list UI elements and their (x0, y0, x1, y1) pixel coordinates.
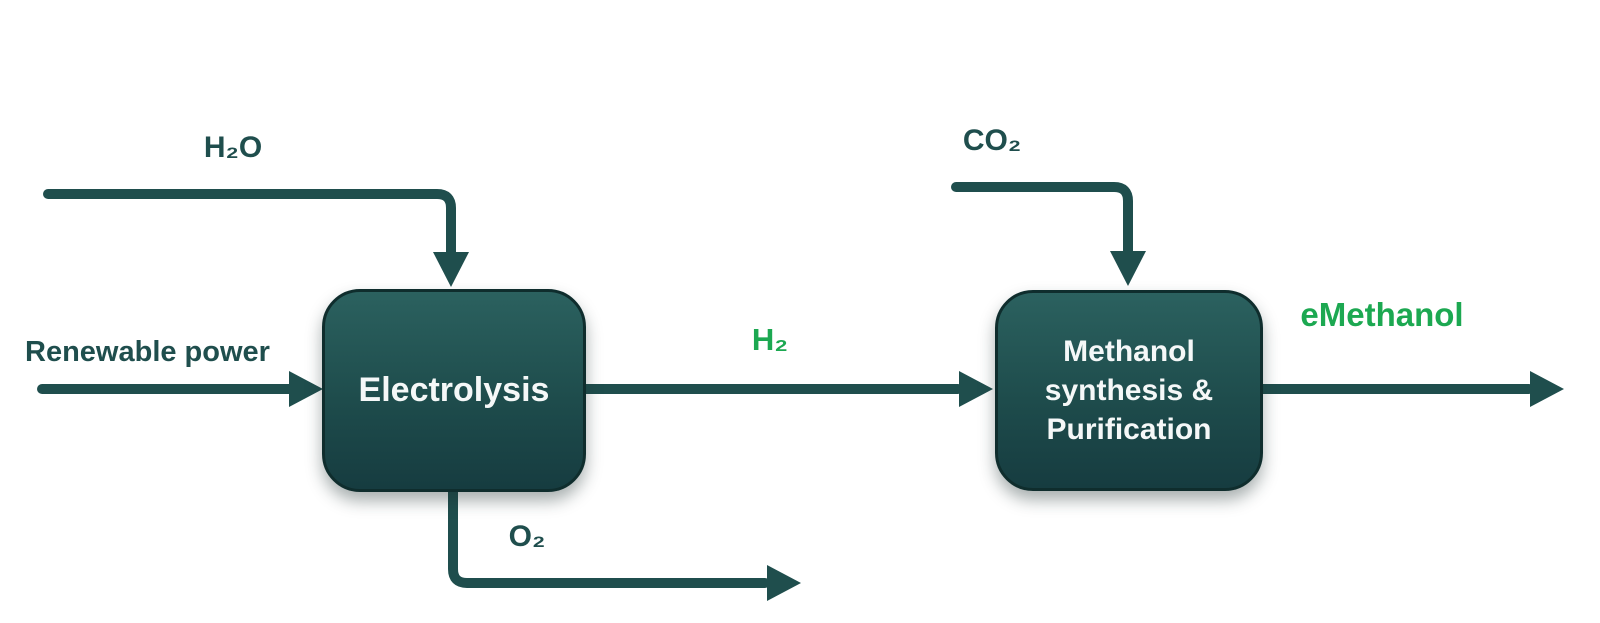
renewable-power-stream-label: Renewable power (25, 336, 270, 368)
h2o-arrow-line (43, 189, 456, 257)
methanol-node-label-line1: Methanol (1063, 335, 1195, 368)
emethanol-stream-label: eMethanol (1300, 296, 1464, 333)
renewable-power-arrowhead-icon (289, 371, 323, 407)
o2-arrowhead-icon (767, 565, 801, 601)
methanol-node-label-line2: synthesis & (1044, 374, 1214, 407)
o2-arrow-line (448, 487, 770, 588)
methanol-synthesis-node: Methanol synthesis & Purification (995, 290, 1263, 491)
h2o-stream-label: H₂O (203, 131, 263, 164)
electrolysis-node-label: Electrolysis (358, 371, 550, 409)
h2-stream-label: H₂ (751, 322, 789, 357)
o2-stream-label: O₂ (508, 520, 546, 553)
h2-arrowhead-icon (959, 371, 993, 407)
emethanol-arrowhead-icon (1530, 371, 1564, 407)
co2-arrowhead-icon (1110, 251, 1146, 286)
co2-stream-label: CO₂ (962, 124, 1022, 157)
co2-arrow-line (951, 182, 1133, 256)
h2o-arrowhead-icon (433, 252, 469, 287)
electrolysis-node: Electrolysis (322, 289, 586, 492)
methanol-node-label-line3: Purification (1046, 413, 1212, 446)
